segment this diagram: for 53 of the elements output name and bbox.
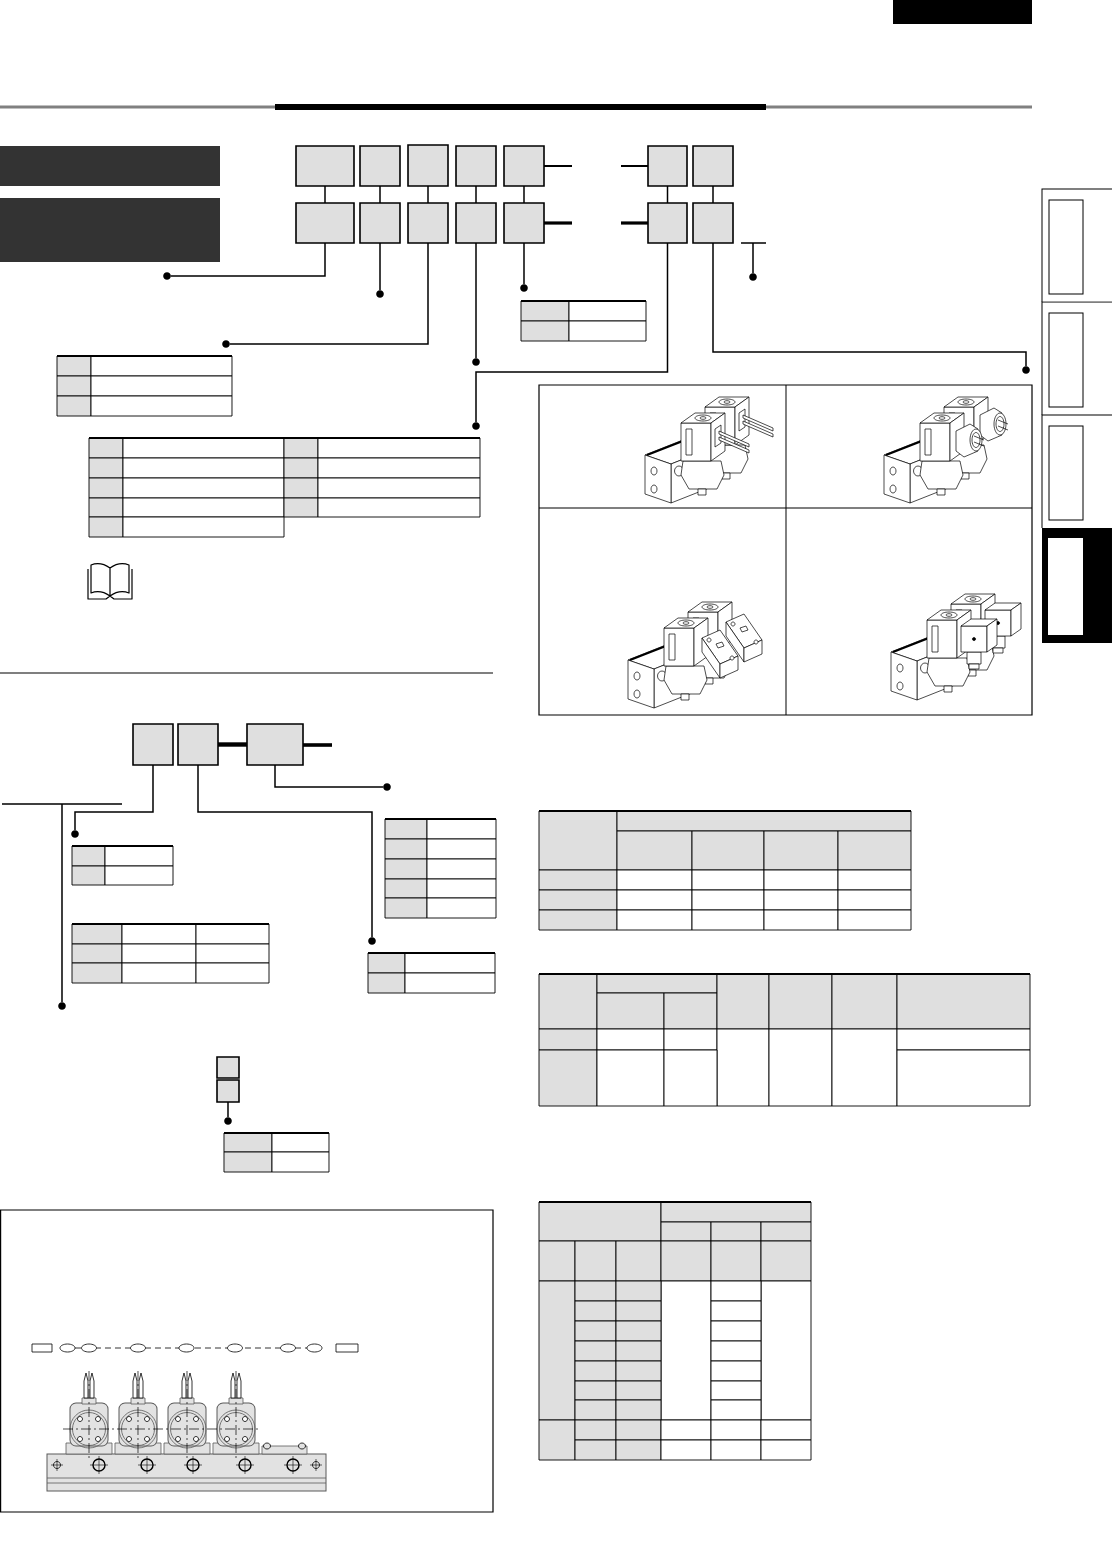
table xyxy=(520,300,647,342)
table xyxy=(223,1132,330,1173)
table xyxy=(71,845,174,886)
leader-line xyxy=(170,242,326,277)
leader-line xyxy=(274,764,384,788)
table xyxy=(538,1201,812,1461)
table xyxy=(384,818,497,919)
leader-line xyxy=(74,764,154,831)
table xyxy=(538,810,912,931)
code-box xyxy=(407,202,449,244)
leader-line xyxy=(197,764,373,938)
code-box xyxy=(132,723,174,766)
table xyxy=(88,437,481,538)
code-box xyxy=(359,145,401,187)
connector-line xyxy=(475,185,477,204)
code-box xyxy=(692,145,734,187)
leader-line xyxy=(227,1101,229,1118)
code-box xyxy=(295,145,355,187)
leader-line xyxy=(475,242,477,359)
connector-line xyxy=(666,185,669,204)
table xyxy=(538,973,1031,1107)
leader-line xyxy=(740,242,767,274)
code-box xyxy=(647,202,688,244)
title-bar xyxy=(0,146,220,186)
code-box xyxy=(503,202,545,244)
title-bar xyxy=(0,198,220,262)
leader-line xyxy=(523,242,525,285)
code-box xyxy=(455,145,497,187)
code-box xyxy=(295,202,355,244)
connector-line xyxy=(379,185,381,204)
connector-line xyxy=(324,185,326,204)
leader-line xyxy=(229,242,429,345)
code-box xyxy=(246,723,304,766)
table xyxy=(367,952,496,994)
code-box xyxy=(177,723,219,766)
code-box xyxy=(455,202,497,244)
code-box xyxy=(216,1079,240,1103)
leader-line xyxy=(475,242,669,423)
table xyxy=(71,923,270,984)
connector-line xyxy=(427,185,429,204)
code-box xyxy=(216,1056,240,1079)
code-box xyxy=(407,144,449,187)
connector-line xyxy=(712,185,714,204)
code-box xyxy=(647,145,688,187)
code-box xyxy=(359,202,401,244)
leader-line xyxy=(1,803,123,1003)
code-box xyxy=(692,202,734,244)
leader-line xyxy=(379,242,381,291)
connector-line xyxy=(523,185,525,204)
leader-line xyxy=(712,242,1027,367)
code-box xyxy=(503,145,545,187)
table xyxy=(56,355,233,417)
connector-line xyxy=(218,742,247,747)
